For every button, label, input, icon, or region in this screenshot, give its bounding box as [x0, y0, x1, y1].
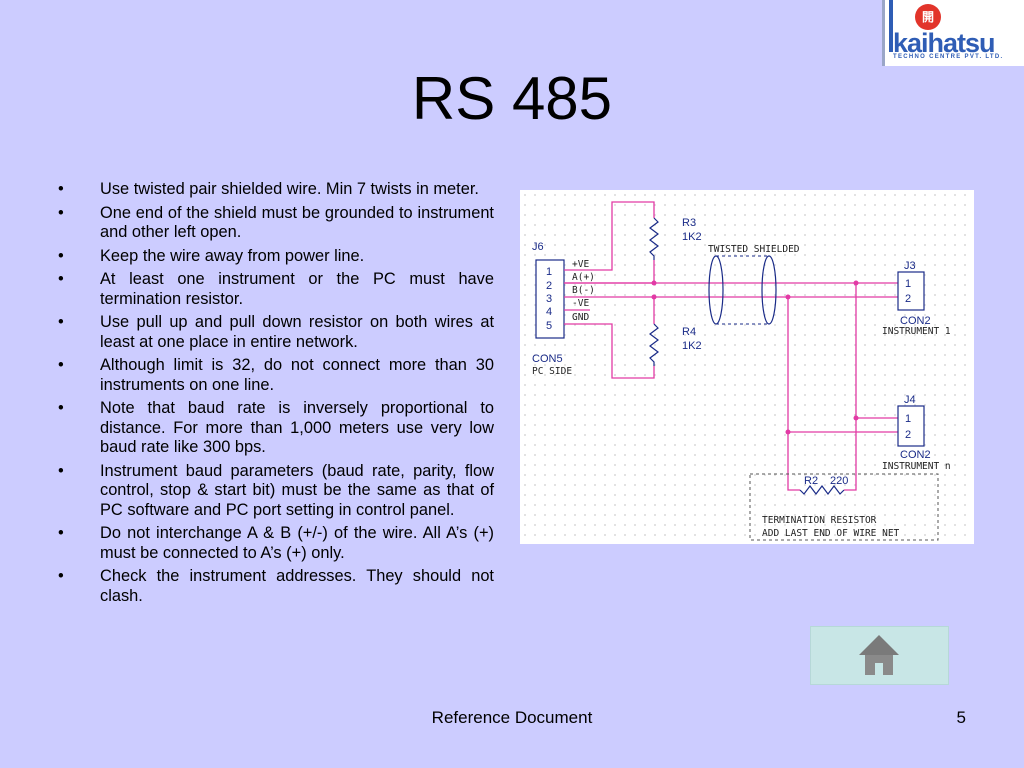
j6-label: J6 [532, 241, 544, 253]
j6-box [535, 259, 565, 339]
termination-text: ADD LAST END OF WIRE NET [762, 528, 900, 539]
j6-pin: 1 [546, 266, 552, 278]
shield-ellipse [708, 255, 724, 325]
bullet-item: At least one instrument or the PC must h… [58, 270, 494, 309]
schematic-drawing: J6 1 2 3 4 5 CON5 PC SIDE +VE A(+) B(-) … [532, 201, 951, 541]
j3-box [897, 271, 925, 311]
j6-pin: 3 [546, 293, 552, 305]
signal-label: B(-) [572, 285, 595, 296]
con2-label: CON2 [900, 449, 931, 461]
bullet-list: Use twisted pair shielded wire. Min 7 tw… [58, 180, 494, 610]
pc-side-label: PC SIDE [532, 366, 572, 377]
logo-bar [889, 0, 893, 52]
bullet-item: Use pull up and pull down resistor on bo… [58, 313, 494, 352]
logo-subtitle: TECHNO CENTRE PVT. LTD. [893, 54, 1004, 60]
r3-resistor [649, 217, 659, 260]
j4-box [897, 405, 925, 447]
r3-label: R3 [682, 217, 696, 229]
j4-pin: 2 [905, 429, 911, 441]
rs485-schematic: J6 1 2 3 4 5 CON5 PC SIDE +VE A(+) B(-) … [520, 190, 974, 544]
r2-label: R2 [804, 475, 818, 487]
bullet-item: Check the instrument addresses. They sho… [58, 567, 494, 606]
j6-pin: 4 [546, 306, 552, 318]
junctions [651, 280, 859, 435]
instrument-1-label: INSTRUMENT 1 [882, 326, 951, 337]
bullet-item: One end of the shield must be grounded t… [58, 204, 494, 243]
signal-label: -VE [572, 298, 589, 309]
bullet-item: Although limit is 32, do not connect mor… [58, 356, 494, 395]
j4-pin: 1 [905, 413, 911, 425]
bullet-item: Instrument baud parameters (baud rate, p… [58, 462, 494, 521]
signal-label: +VE [572, 259, 589, 270]
home-button[interactable] [810, 626, 949, 685]
bullet-item: Keep the wire away from power line. [58, 247, 494, 267]
r4-value: 1K2 [682, 340, 702, 352]
signal-label: GND [572, 312, 589, 323]
logo-wordmark: kaihatsu [893, 28, 996, 58]
bullet-item: Use twisted pair shielded wire. Min 7 tw… [58, 180, 494, 200]
j3-pin: 1 [905, 278, 911, 290]
slide-title: RS 485 [411, 65, 613, 132]
r2-resistor [799, 485, 845, 495]
footer-text: Reference Document [431, 708, 593, 727]
con2-label: CON2 [900, 315, 931, 327]
con5-label: CON5 [532, 353, 563, 365]
shield-ellipse [761, 255, 777, 325]
wires [564, 201, 898, 491]
r2-value: 220 [830, 475, 848, 487]
j4-label: J4 [904, 394, 916, 406]
r4-resistor [649, 323, 659, 366]
bullet-item: Do not interchange A & B (+/-) of the wi… [58, 524, 494, 563]
twisted-label: TWISTED SHIELDED [708, 244, 800, 255]
company-logo: 開 kaihatsu TECHNO CENTRE PVT. LTD. [882, 0, 1024, 66]
r3-value: 1K2 [682, 231, 702, 243]
home-icon [859, 635, 899, 675]
j6-pin: 5 [546, 320, 552, 332]
signal-label: A(+) [572, 272, 595, 283]
termination-box [749, 473, 939, 541]
termination-text: TERMINATION RESISTOR [762, 515, 877, 526]
r4-label: R4 [682, 326, 696, 338]
bullet-item: Note that baud rate is inversely proport… [58, 399, 494, 458]
j3-pin: 2 [905, 293, 911, 305]
j3-label: J3 [904, 260, 916, 272]
page-number: 5 [956, 708, 966, 727]
j6-pin: 2 [546, 280, 552, 292]
instrument-n-label: INSTRUMENT n [882, 461, 951, 472]
logo-seal: 開 [915, 4, 941, 30]
